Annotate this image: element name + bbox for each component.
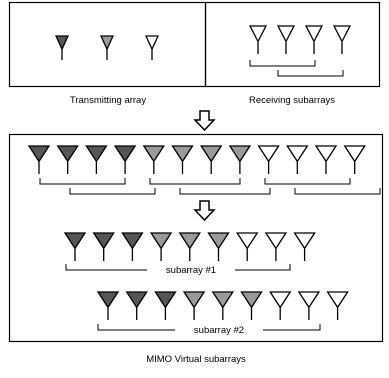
subarray-1-label: subarray #1 [166,265,216,276]
row-bracket-3 [149,178,241,185]
subarray1-antenna-icon-8 [264,232,288,261]
subarray1-antenna-icon-2 [92,232,115,261]
subarray1-antenna-icon-6 [207,232,230,261]
mimo-antenna-icon-3 [85,145,108,174]
mimo-antenna-icon-10 [286,145,309,174]
mimo-antenna-icon-8 [228,145,252,174]
mimo-antenna-icon-1 [27,145,51,174]
receive-antenna-icon-1 [248,25,268,54]
mimo-antenna-icon-4 [113,145,137,174]
mimo-virtual-subarrays-label: MIMO Virtual subarrays [146,354,246,365]
subarray2-antenna-icon-4 [182,291,206,320]
subarray2-antenna-icon-7 [269,291,292,320]
row-bracket-5 [264,178,351,185]
receiving-subarrays-label: Receiving subarrays [249,95,335,106]
subarray1-antenna-icon-9 [293,232,316,261]
receive-antenna-icon-3 [304,25,324,54]
mimo-row-brackets [39,178,381,195]
transmit-antenna-icon-2 [99,35,115,60]
subarray-2-bracket [97,324,321,331]
mimo-virtual-row [27,145,366,174]
row-bracket-1 [39,178,126,185]
receive-bracket-2 [277,70,344,77]
row-bracket-6 [294,188,381,195]
subarray2-antenna-icon-5 [211,291,234,320]
subarray1-antenna-icon-1 [63,232,87,261]
receive-antennas [248,25,352,54]
down-arrow-icon [193,200,216,222]
mimo-antenna-icon-9 [257,145,280,174]
mimo-virtual-box [8,133,384,343]
subarray2-antenna-icon-9 [326,291,349,320]
subarray2-antenna-icon-8 [297,291,321,320]
subarray2-antenna-icon-3 [154,291,177,320]
subarray2-antenna-icon-2 [125,291,148,320]
receive-bracket-1 [249,60,316,67]
transmit-antenna-icon-1 [54,35,70,60]
subarray-1-bracket [65,264,291,271]
mimo-antenna-icon-2 [56,145,79,174]
row-bracket-4 [179,188,271,195]
mimo-antenna-icon-5 [142,145,165,174]
subarray1-antenna-icon-5 [178,232,201,261]
subarray1-antenna-icon-4 [149,232,173,261]
receive-antenna-icon-2 [276,25,296,54]
receiving-subarrays-box [204,1,381,88]
subarray-1-antennas [63,232,316,261]
mimo-antenna-icon-6 [171,145,194,174]
mimo-antenna-icon-7 [200,145,223,174]
subarray-2-label: subarray #2 [194,325,244,336]
subarray-2-antennas [96,291,349,320]
transmitting-array-label: Transmitting array [70,95,146,106]
down-arrow-icon [193,110,216,132]
transmit-antennas [54,35,160,60]
mimo-antenna-icon-12 [343,145,366,174]
transmit-antenna-icon-3 [144,35,160,60]
receive-subarray-brackets [249,60,344,77]
subarray1-antenna-icon-7 [236,232,259,261]
mimo-antenna-icon-11 [314,145,338,174]
subarray2-antenna-icon-6 [240,291,263,320]
subarray1-antenna-icon-3 [121,232,144,261]
row-bracket-2 [69,188,156,195]
subarray2-antenna-icon-1 [96,291,120,320]
receive-antenna-icon-4 [332,25,352,54]
